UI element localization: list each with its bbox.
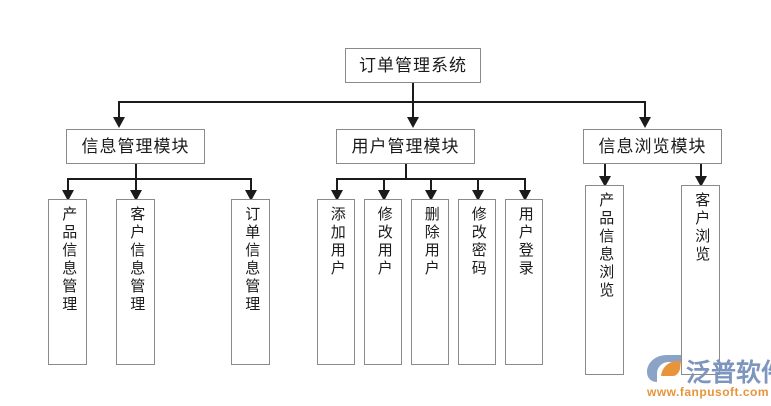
arrow-to-add-user <box>331 190 343 201</box>
node-root-label: 订单管理系统 <box>359 56 467 75</box>
node-customer-browse-label: 客户浏览 <box>693 192 710 264</box>
node-info-browse-label: 信息浏览模块 <box>598 137 707 156</box>
connector-drop-customer-info <box>135 178 137 192</box>
node-user-login[interactable]: 用户登录 <box>505 199 543 365</box>
connector-user-management-stem <box>405 164 407 179</box>
arrow-to-user-login <box>519 190 531 201</box>
arrow-to-info-management <box>113 117 125 128</box>
node-user-management[interactable]: 用户管理模块 <box>336 129 475 164</box>
arrow-to-product-info-management <box>62 190 74 201</box>
node-edit-user[interactable]: 修改用户 <box>364 199 402 365</box>
connector-info-management-bus <box>67 178 252 180</box>
node-change-password[interactable]: 修改密码 <box>458 199 496 365</box>
arrow-to-info-browse <box>639 117 651 128</box>
arrow-to-order-info-management <box>245 190 257 201</box>
connector-level1-drop-left <box>118 101 120 119</box>
node-edit-user-label: 修改用户 <box>375 206 392 278</box>
connector-root-stem <box>412 83 414 102</box>
connector-drop-product-info <box>67 178 69 192</box>
node-customer-browse[interactable]: 客户浏览 <box>681 185 720 375</box>
node-root[interactable]: 订单管理系统 <box>345 48 481 83</box>
connector-level1-bus <box>118 101 646 103</box>
node-customer-info-management[interactable]: 客户信息管理 <box>116 199 155 365</box>
connector-drop-add-user <box>336 178 338 192</box>
connector-drop-customer-browse <box>700 164 702 178</box>
node-info-management[interactable]: 信息管理模块 <box>66 129 205 164</box>
node-info-browse[interactable]: 信息浏览模块 <box>583 129 722 164</box>
connector-drop-product-browse <box>604 164 606 178</box>
connector-drop-edit-user <box>383 178 385 192</box>
node-product-info-browse-label: 产品信息浏览 <box>597 192 614 300</box>
node-delete-user-label: 删除用户 <box>422 206 439 278</box>
node-order-info-management-label: 订单信息管理 <box>243 206 260 314</box>
node-change-password-label: 修改密码 <box>469 206 486 278</box>
arrow-to-product-info-browse <box>599 176 611 187</box>
connector-drop-change-password <box>477 178 479 192</box>
node-user-management-label: 用户管理模块 <box>351 137 460 156</box>
node-add-user-label: 添加用户 <box>328 206 345 278</box>
arrow-to-customer-info-management <box>130 190 142 201</box>
node-order-info-management[interactable]: 订单信息管理 <box>231 199 270 365</box>
arrow-to-edit-user <box>378 190 390 201</box>
node-add-user[interactable]: 添加用户 <box>317 199 355 365</box>
arrow-to-delete-user <box>425 190 437 201</box>
arrow-to-change-password <box>472 190 484 201</box>
node-product-info-browse[interactable]: 产品信息浏览 <box>585 185 624 375</box>
watermark-url: www.fanpusoft.com <box>647 385 770 399</box>
connector-level1-drop-mid <box>412 101 414 119</box>
node-info-management-label: 信息管理模块 <box>81 137 190 156</box>
connector-drop-user-login <box>524 178 526 192</box>
node-delete-user[interactable]: 删除用户 <box>411 199 449 365</box>
connector-level1-drop-right <box>644 101 646 119</box>
fanpusoft-logo-icon <box>647 355 681 382</box>
connector-info-management-stem <box>135 164 137 179</box>
node-product-info-management[interactable]: 产品信息管理 <box>48 199 87 365</box>
arrow-to-user-management <box>407 117 419 128</box>
node-user-login-label: 用户登录 <box>516 206 533 278</box>
arrow-to-customer-browse <box>695 176 707 187</box>
connector-drop-delete-user <box>430 178 432 192</box>
connector-drop-order-info <box>250 178 252 192</box>
node-product-info-management-label: 产品信息管理 <box>60 206 77 314</box>
node-customer-info-management-label: 客户信息管理 <box>128 206 145 314</box>
